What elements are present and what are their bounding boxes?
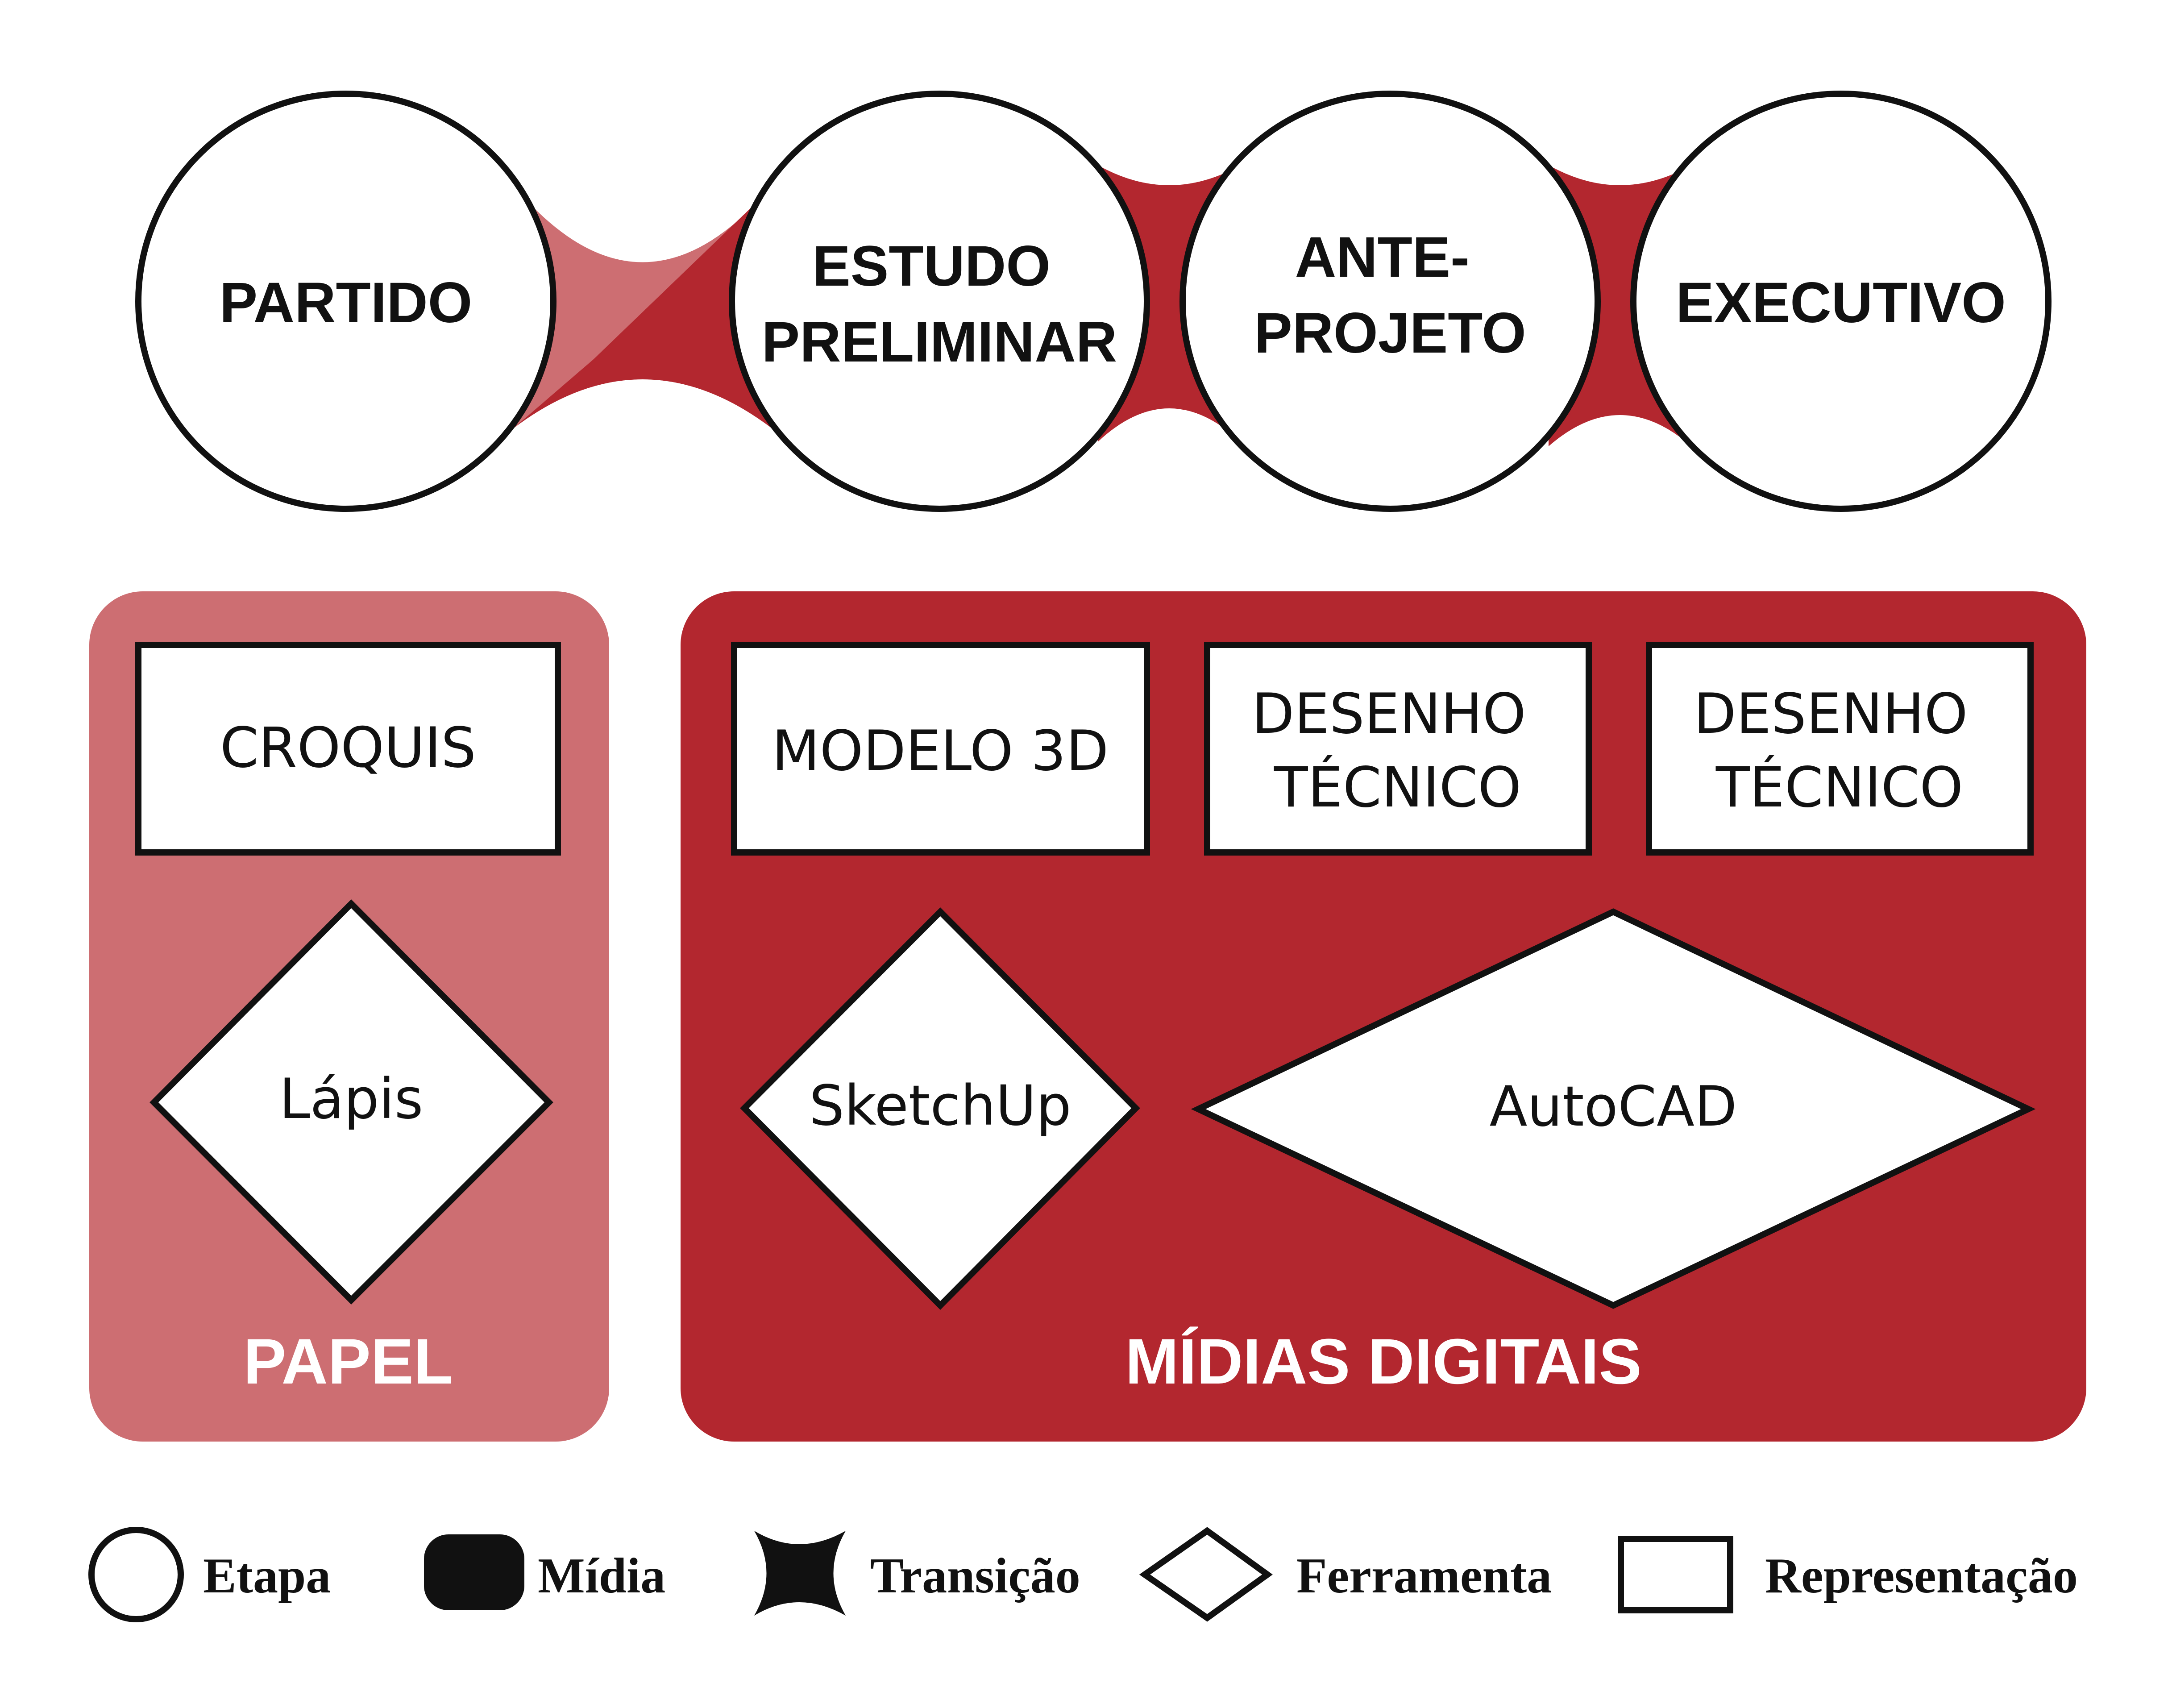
media-label-digital: MÍDIAS DIGITAIS — [1125, 1326, 1641, 1397]
representation-box-croquis — [135, 642, 561, 856]
legend-label-ferramenta: Ferramenta — [1296, 1548, 1552, 1604]
rounded-rect-icon — [424, 1534, 524, 1610]
stages: PARTIDO ESTUDO PRELIMINAR ANTE- PROJETO … — [135, 91, 2052, 512]
stage-label-estudo-preliminar: ESTUDO PRELIMINAR — [762, 234, 1117, 374]
representations: CROQUIS MODELO 3D DESENHO TÉCNICO DESENH… — [135, 642, 2034, 856]
representation-label-desenho-tecnico-2: DESENHO TÉCNICO — [1694, 682, 1985, 820]
tool-label-lapis: Lápis — [279, 1067, 424, 1131]
legend-label-transicao: Transição — [870, 1548, 1080, 1604]
media-label-paper: PAPEL — [243, 1326, 453, 1397]
stage-circle-estudo-preliminar — [729, 91, 1150, 512]
tool-label-sketchup: SketchUp — [809, 1074, 1071, 1138]
legend: Etapa Mídia Transição Ferramenta Represe… — [88, 1527, 2078, 1622]
tool-diamond-autocad — [1191, 908, 2036, 1309]
stage-label-anteprojeto: ANTE- PROJETO — [1254, 225, 1526, 365]
concave-star-icon — [754, 1531, 846, 1616]
legend-label-midia: Mídia — [538, 1548, 665, 1604]
tools: Lápis SketchUp AutoCAD — [150, 899, 2036, 1310]
tool-diamond-sketchup — [740, 907, 1140, 1310]
legend-label-etapa: Etapa — [203, 1548, 331, 1604]
circle-icon — [88, 1527, 184, 1622]
diamond-icon — [1139, 1527, 1273, 1622]
representation-label-desenho-tecnico-1: DESENHO TÉCNICO — [1252, 682, 1544, 820]
stage-label-partido: PARTIDO — [220, 271, 473, 335]
tool-diamond-lapis — [150, 899, 553, 1305]
representation-box-desenho-tecnico-1 — [1204, 642, 1592, 856]
rectangle-icon — [1618, 1536, 1733, 1613]
stage-circle-executivo — [1630, 91, 2052, 512]
stage-circle-partido — [135, 91, 556, 512]
transition-partido-estudo-dark — [513, 187, 772, 428]
representation-box-desenho-tecnico-2 — [1646, 642, 2034, 856]
representation-label-modelo-3d: MODELO 3D — [772, 719, 1109, 783]
representation-box-modelo-3d — [731, 642, 1150, 856]
stage-circle-anteprojeto — [1179, 91, 1601, 512]
representation-label-croquis: CROQUIS — [220, 716, 476, 780]
legend-label-representacao: Representação — [1765, 1548, 2078, 1604]
tool-label-autocad: AutoCAD — [1490, 1075, 1737, 1139]
stage-label-executivo: EXECUTIVO — [1676, 271, 2006, 335]
